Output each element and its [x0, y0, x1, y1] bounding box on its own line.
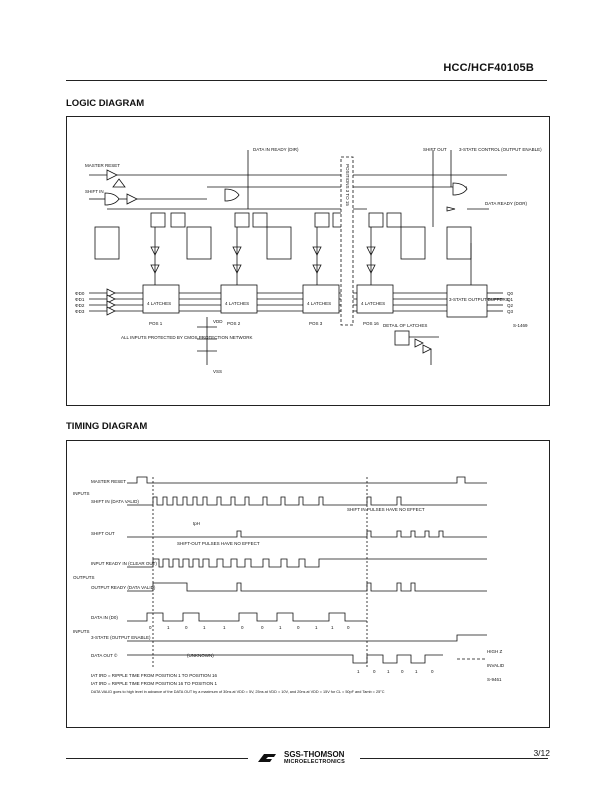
label-data-in-ready: DATA IN READY (DIR) — [253, 147, 299, 152]
data-bit-9: 1 — [315, 625, 318, 630]
data-bit-7: 1 — [279, 625, 282, 630]
company-logo: SGS-THOMSON MICROELECTRONICS — [252, 751, 349, 765]
logic-diagram-svg: MASTER RESET SHIFT IN DATA IN READY (DIR… — [75, 147, 542, 374]
data-out-bit-1: 0 — [373, 669, 376, 674]
signal-3state: 3-STATE (OUTPUT ENABLE) — [91, 635, 151, 640]
header-rule — [66, 80, 547, 81]
group-outputs: OUTPUTS — [73, 575, 95, 580]
annotation-unknown: (UNKNOWN) — [187, 653, 214, 658]
part-number: HCC/HCF40105B — [443, 62, 534, 74]
label-shift-in: SHIFT IN — [85, 189, 104, 194]
st-logo-icon — [258, 754, 276, 762]
signal-output-ready: OUTPUT READY (DATA VALID) — [91, 585, 156, 590]
timing-note-2: tAT tRD = RIPPLE TIME FROM POSITION 16 T… — [91, 681, 217, 686]
latch-label-3: 4 LATCHES — [307, 301, 331, 306]
data-out-bit-2: 1 — [387, 669, 390, 674]
data-bit-0: 0 — [149, 625, 152, 630]
annotation-high-z: HIGH Z — [487, 649, 503, 654]
signal-data-out: DATA OUT © — [91, 652, 118, 658]
timing-note-3: DATA VALID goes to high level in advance… — [91, 690, 385, 694]
label-3state-control: 3-STATE CONTROL (OUTPUT ENABLE) — [459, 147, 542, 152]
input-d0: ΦD0 — [75, 291, 85, 296]
output-q0: Q0 — [507, 291, 514, 296]
latch-label-2: 4 LATCHES — [225, 301, 249, 306]
data-bit-11: 0 — [347, 625, 350, 630]
data-bit-5: 0 — [241, 625, 244, 630]
output-q2: Q2 — [507, 303, 514, 308]
logic-diagram-box: MASTER RESET SHIFT IN DATA IN READY (DIR… — [66, 116, 550, 406]
page-number: 3/12 — [533, 748, 550, 758]
company-subtitle: MICROELECTRONICS — [284, 759, 345, 765]
output-q3: Q3 — [507, 309, 514, 314]
annotation-shift-in-pulses: SHIFT IN PULSES HAVE NO EFFECT — [347, 507, 425, 512]
label-shift-out: SHIFT OUT — [423, 147, 447, 152]
output-buffers-label: 3-STATE OUTPUT BUFFERS — [449, 297, 509, 302]
signal-input-ready: INPUT READY IN (CLEAR OUT) — [91, 561, 157, 566]
timing-diagram-svg: INPUTS OUTPUTS INPUTS MASTER RESET SHIFT… — [73, 476, 505, 694]
data-bit-3: 1 — [203, 625, 206, 630]
pos-16: POS 16 — [363, 321, 379, 326]
label-vss: VSS — [213, 369, 222, 374]
logic-ref-code: S-1469 — [513, 323, 528, 328]
label-detail-of-latches: DETAIL OF LATCHES — [383, 323, 427, 328]
signal-shift-in: SHIFT IN (DATA VALID) — [91, 499, 139, 504]
group-inputs: INPUTS — [73, 491, 90, 496]
footer-rule-left — [66, 758, 248, 759]
signal-data-in: DATA IN (D0) — [91, 615, 118, 620]
label-vdd: VDD — [213, 319, 223, 324]
timing-note-1: tAT tRD = RIPPLE TIME FROM POSITION 1 TO… — [91, 673, 217, 678]
latch-label-1: 4 LATCHES — [147, 301, 171, 306]
pos-1: POS 1 — [149, 321, 163, 326]
data-bit-2: 0 — [185, 625, 188, 630]
pos-3: POS 3 — [309, 321, 323, 326]
data-out-bit-5: 0 — [431, 669, 434, 674]
label-positions: POSITIONS 3 TO 15 — [345, 164, 350, 206]
data-out-bit-3: 0 — [401, 669, 404, 674]
data-bit-8: 0 — [297, 625, 300, 630]
annotation-shift-out-pulses: SHIFT-OUT PULSES HAVE NO EFFECT — [177, 541, 260, 546]
input-d3: ΦD3 — [75, 309, 85, 314]
output-q1: Q1 — [507, 297, 514, 302]
label-protection-note: ALL INPUTS PROTECTED BY CMOS PROTECTION … — [121, 335, 253, 340]
signal-master-reset: MASTER RESET — [91, 479, 126, 484]
input-d2: ΦD2 — [75, 303, 85, 308]
data-out-bit-4: 1 — [415, 669, 418, 674]
data-out-bit-0: 1 — [357, 669, 360, 674]
latch-label-16: 4 LATCHES — [361, 301, 385, 306]
timing-diagram-box: INPUTS OUTPUTS INPUTS MASTER RESET SHIFT… — [66, 440, 550, 728]
group-inputs-2: INPUTS — [73, 629, 90, 634]
data-bit-6: 0 — [261, 625, 264, 630]
pos-2: POS 2 — [227, 321, 241, 326]
company-name: SGS-THOMSON — [284, 750, 345, 759]
annotation-invalid: INVALID — [487, 663, 505, 668]
signal-shift-out: SHIFT OUT — [91, 531, 115, 536]
timing-ref-code: S-9461 — [487, 677, 502, 682]
label-master-reset: MASTER RESET — [85, 163, 120, 168]
input-d1: ΦD1 — [75, 297, 85, 302]
logic-diagram-title: LOGIC DIAGRAM — [66, 98, 145, 109]
data-bit-10: 1 — [331, 625, 334, 630]
annotation-tph: tpH — [193, 521, 200, 526]
label-data-ready: DATA READY (DOR) — [485, 201, 528, 206]
data-bit-1: 1 — [167, 625, 170, 630]
data-bit-4: 1 — [223, 625, 226, 630]
footer-rule-right — [360, 758, 548, 759]
timing-diagram-title: TIMING DIAGRAM — [66, 421, 148, 432]
